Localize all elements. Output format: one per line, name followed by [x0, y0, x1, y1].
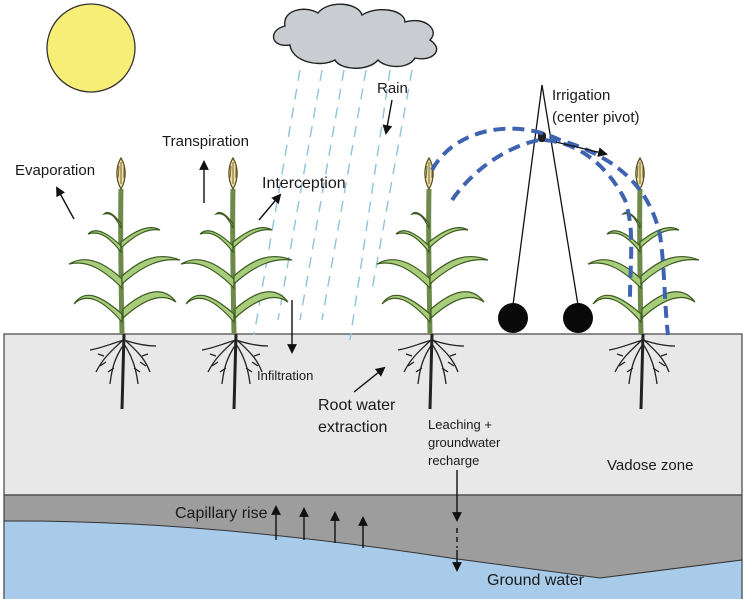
irrigation-label-line1: Irrigation [552, 87, 610, 104]
evaporation-arrow [56, 186, 75, 220]
irrigation-label-line2: (center pivot) [552, 109, 640, 126]
vadose-zone-label: Vadose zone [607, 457, 693, 474]
leaching-label-line3: recharge [428, 453, 479, 468]
rain-arrow [382, 99, 393, 135]
capillary-rise-label: Capillary rise [175, 505, 268, 522]
rain-label: Rain [377, 80, 408, 97]
irrigation-spray [430, 126, 670, 336]
root-water-arrow [353, 366, 386, 393]
infiltration-label: Infiltration [257, 368, 313, 383]
ground-water-label: Ground water [487, 572, 585, 589]
process-arrows [56, 99, 608, 548]
root-water-label-line2: extraction [318, 419, 387, 436]
cloud-icon [272, 3, 438, 69]
irrigation-arrow [555, 141, 608, 157]
evaporation-label: Evaporation [15, 162, 95, 179]
vadose-zone-soil [3, 333, 743, 496]
center-pivot-icon [498, 84, 593, 333]
interception-arrow [258, 193, 282, 221]
root-water-label-line1: Root water [318, 397, 396, 414]
leaching-label-line2: groundwater [428, 435, 501, 450]
transpiration-label: Transpiration [162, 133, 249, 150]
sun-icon [46, 3, 136, 93]
interception-label: Interception [262, 175, 346, 192]
leaching-label-line1: Leaching + [428, 417, 492, 432]
